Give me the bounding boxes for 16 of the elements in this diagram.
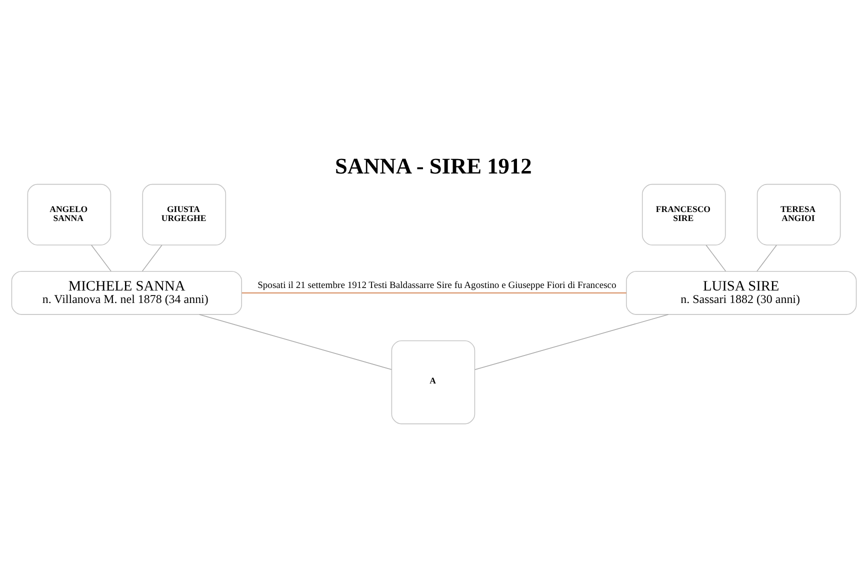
diagram-title: SANNA - SIRE 1912: [335, 152, 532, 178]
node-box: GIUSTA URGEGHE: [142, 183, 226, 245]
node-box: ANGELO SANNA: [27, 183, 112, 245]
edge-label: Sposati il 21 settembre 1912 Testi Baldassarre Sire fu Agostino e Giuseppe Fiori di Francesco: [258, 279, 616, 290]
node-box: MICHELE SANNA n. Villanova M. nel 1878 (34 anni): [11, 270, 242, 314]
connector: [474, 314, 669, 370]
connector: [198, 314, 392, 370]
connector: [706, 244, 726, 272]
connector: [142, 244, 162, 272]
node-box: FRANCESCO SIRE: [642, 183, 726, 245]
node-box: TERESA ANGIOI: [756, 183, 841, 245]
connector: [756, 244, 777, 272]
node-box: LUISA SIRE n. Sassari 1882 (30 anni): [626, 270, 857, 314]
connector: [91, 244, 112, 272]
connector: [242, 292, 626, 293]
node-box: A: [391, 340, 476, 424]
